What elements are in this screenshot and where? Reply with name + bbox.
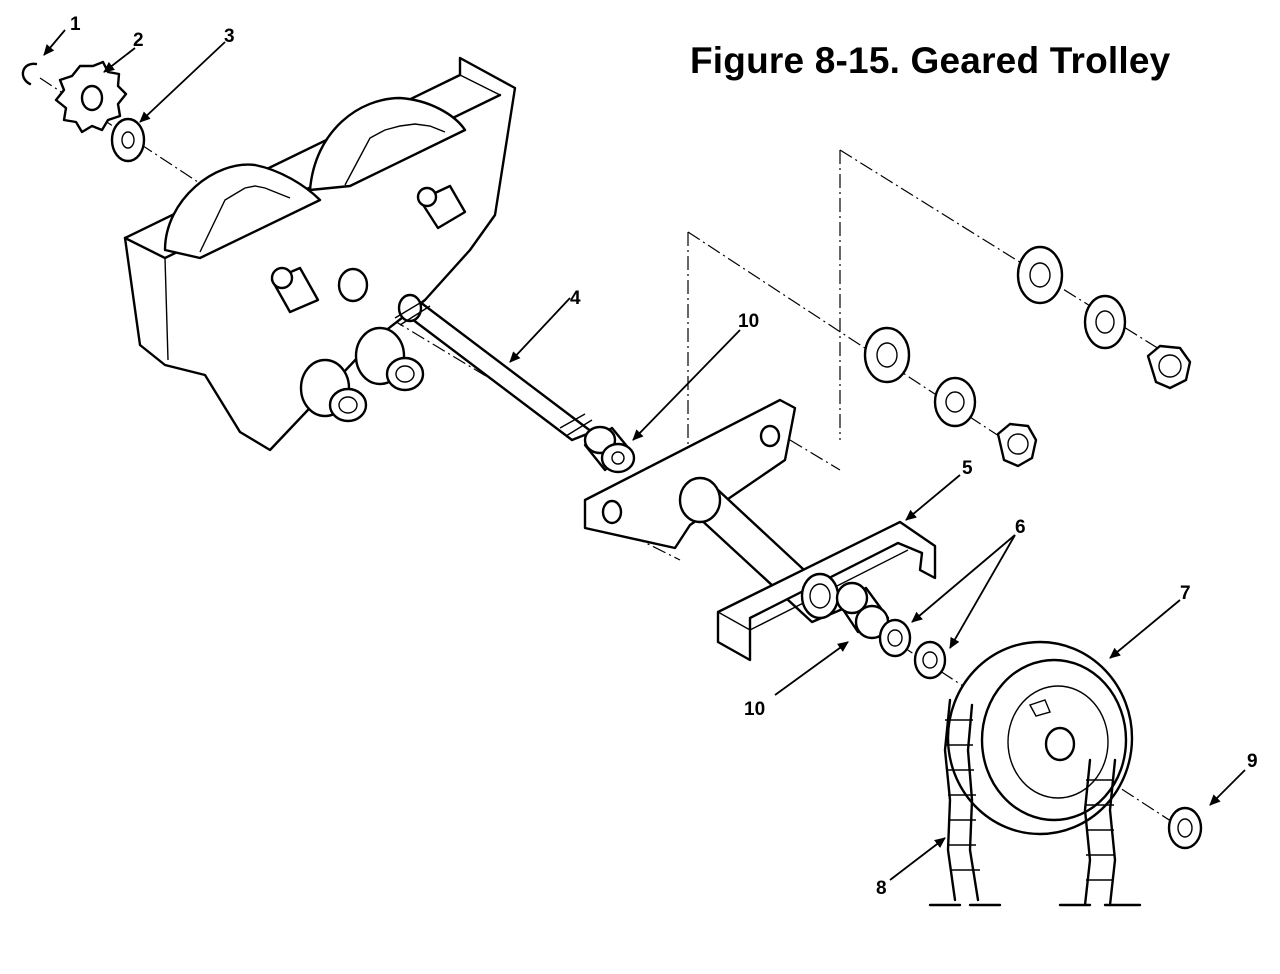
shaft-part-4 [394,293,594,442]
trolley-frame [123,56,517,452]
callout-1: 1 [70,14,81,35]
spacer-part-10-lower [835,581,890,640]
callout-9: 9 [1247,751,1258,772]
callout-7: 7 [1180,583,1191,604]
spacer-part-10-upper [583,425,636,474]
washers-part-6 [878,618,947,680]
callout-leaders [43,29,1246,881]
callout-10-lower: 10 [744,699,765,720]
callout-10-upper: 10 [738,311,759,332]
figure-title: Figure 8-15. Geared Trolley [690,40,1171,81]
callout-2: 2 [133,30,144,51]
callout-3: 3 [224,26,235,47]
upper-hardware-row-2 [1016,245,1192,390]
frame-nut-right [354,326,425,392]
stud-upper [416,184,467,230]
chain-guide-part-5 [716,520,937,662]
hand-chain-part-8 [928,698,1142,907]
frame-nut-left [299,358,368,423]
callout-6: 6 [1015,517,1026,538]
retaining-ring-part-9 [1167,806,1203,850]
retaining-ring-part-1 [21,62,38,86]
callout-8: 8 [876,878,887,899]
washer-part-3 [110,117,146,163]
callout-4: 4 [570,288,581,309]
upper-hardware-row-1 [863,326,1038,468]
mounting-bracket [583,398,797,550]
callout-5: 5 [962,458,973,479]
frame-hole [337,267,369,303]
stud-lower [270,266,320,314]
pinion-gear-part-2 [54,60,128,134]
callout-labels: 1 2 3 4 5 6 7 8 9 10 10 [70,14,1258,899]
